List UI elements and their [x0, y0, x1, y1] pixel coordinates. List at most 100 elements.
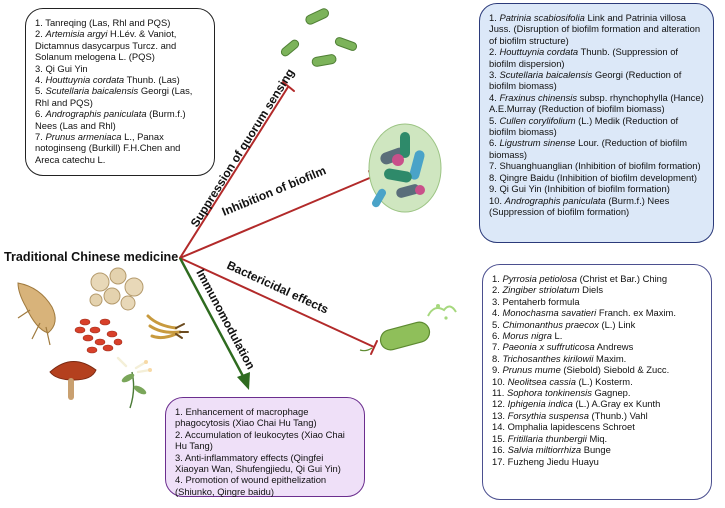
immunomodulation-list: 1. Enhancement of macrophage phagocytosi…	[175, 406, 355, 497]
item-text: Fuzheng Jiedu Huayu	[507, 455, 599, 467]
species-name: Chimonanthus praecox	[502, 318, 599, 330]
item-text: Georgi (Reduction of biofilm biomass)	[489, 69, 682, 92]
list-item: 4. Monochasma savatieri Franch. ex Maxim…	[492, 307, 702, 318]
herbs-illustration	[17, 267, 189, 409]
list-item: 6. Morus nigra L.	[492, 330, 702, 341]
quorum-sensing-box: 1. Tanreqing (Las, Rhl and PQS)2. Artemi…	[25, 8, 215, 176]
list-item: 3. Scutellaria baicalensis Georgi (Reduc…	[489, 69, 704, 92]
item-number: 9.	[489, 183, 500, 195]
item-text: Qingre Baidu (Inhibition of biofilm deve…	[499, 171, 697, 183]
species-name: Neolitsea cassia	[507, 375, 576, 387]
item-text: Lour. (Reduction of biofilm biomass)	[489, 137, 688, 160]
list-item: 6. Ligustrum sinense Lour. (Reduction of…	[489, 137, 704, 160]
list-item: 14. Omphalia lapidescens Schroet	[492, 421, 702, 432]
list-item: 4. Houttuynia cordata Thunb. (Las)	[35, 74, 205, 85]
biofilm-label: Inhibition of biofilm	[220, 163, 328, 219]
list-item: 11. Sophora tonkinensis Gagnep.	[492, 387, 702, 398]
list-item: 10. Neolitsea cassia (L.) Kosterm.	[492, 376, 702, 387]
species-name: Scutellaria baicalensis	[499, 69, 593, 81]
item-text: Thunb. (Suppression of biofilm dispersio…	[489, 46, 679, 69]
item-number: 12.	[492, 398, 508, 410]
item-number: 4.	[175, 474, 186, 486]
item-number: 3.	[35, 62, 46, 74]
list-item: 2. Artemisia argyi H.Lév. & Vaniot, Dict…	[35, 28, 205, 62]
item-text: (Burm.f.) Nees (Suppression of biofilm f…	[489, 194, 670, 217]
item-number: 9.	[492, 364, 503, 376]
item-number: 3.	[492, 295, 503, 307]
item-text: Qi Gui Yin (Inhibition of biofilm format…	[499, 183, 670, 195]
list-item: 17. Fuzheng Jiedu Huayu	[492, 456, 702, 467]
item-number: 2.	[489, 46, 500, 58]
species-name: Morus nigra	[502, 330, 552, 342]
species-name: Artemisia argyi	[45, 28, 108, 40]
species-name: Paeonia x suffruticosa	[502, 341, 595, 353]
item-text: Promotion of wound epithelization (Shiun…	[175, 474, 327, 497]
item-number: 7.	[35, 131, 46, 143]
list-item: 9. Qi Gui Yin (Inhibition of biofilm for…	[489, 183, 704, 194]
species-name: Ligustrum sinense	[499, 137, 576, 149]
item-text: (L.) Link	[601, 318, 636, 330]
list-item: 13. Forsythia suspensa (Thunb.) Vahl	[492, 410, 702, 421]
item-number: 1.	[489, 12, 500, 23]
item-text: (Siebold) Siebold & Zucc.	[563, 364, 670, 376]
item-number: 6.	[489, 137, 500, 149]
list-item: 5. Chimonanthus praecox (L.) Link	[492, 319, 702, 330]
item-text: Qi Gui Yin	[45, 62, 88, 74]
item-text: Miq.	[589, 432, 608, 444]
bactericidal-label: Bactericidal effects	[225, 258, 331, 317]
item-text: Andrews	[596, 341, 634, 353]
item-text: Shuanghuanglian (Inhibition of biofilm f…	[499, 160, 701, 172]
list-item: 1. Tanreqing (Las, Rhl and PQS)	[35, 17, 205, 28]
item-number: 6.	[492, 330, 503, 342]
item-number: 4.	[35, 74, 46, 86]
bactericidal-box: 1. Pyrrosia petiolosa (Christ et Bar.) C…	[482, 264, 712, 500]
item-text: Georgi (Las, Rhl and PQS)	[35, 85, 193, 108]
list-item: 1. Enhancement of macrophage phagocytosi…	[175, 406, 355, 429]
item-text: H.Lév. & Vaniot, Dictamnus dasycarpus Tu…	[35, 28, 177, 63]
biofilm-box: 1. Patrinia scabiosifolia Link and Patri…	[479, 3, 714, 243]
item-number: 10.	[489, 194, 505, 206]
item-text: Anti-inflammatory effects (Qingfei Xiaoy…	[175, 451, 341, 475]
species-name: Sophora tonkinensis	[506, 387, 592, 399]
item-text: L., Panax notoginseng (Burkill) F.H.Chen…	[35, 131, 181, 165]
species-name: Monochasma savatieri	[502, 307, 597, 319]
list-item: 4. Promotion of wound epithelization (Sh…	[175, 474, 355, 497]
item-text: Link and Patrinia villosa Juss. (Disrupt…	[489, 12, 701, 46]
item-text: Bunge	[583, 444, 611, 456]
item-text: Franch. ex Maxim.	[598, 307, 676, 319]
item-number: 10.	[492, 375, 508, 387]
bacteria-cluster-icon	[280, 8, 358, 67]
species-name: Forsythia suspensa	[507, 409, 589, 421]
species-name: Zingiber striolatum	[502, 284, 580, 296]
list-item: 5. Scutellaria baicalensis Georgi (Las, …	[35, 85, 205, 108]
species-name: Trichosanthes kirilowii	[502, 352, 594, 364]
item-number: 4.	[489, 91, 500, 103]
item-number: 3.	[489, 69, 500, 81]
item-text: (Thunb.) Vahl	[591, 409, 648, 421]
item-number: 3.	[175, 451, 185, 463]
list-item: 8. Trichosanthes kirilowii Maxim.	[492, 353, 702, 364]
flower-sprig	[116, 356, 152, 409]
item-text: Thunb. (Las)	[126, 74, 180, 86]
species-name: Scutellaria baicalensis	[45, 85, 139, 97]
item-text: subsp. rhynchophylla (Hance) A.E.Murray …	[489, 91, 704, 115]
item-text: (Burm.f.) Nees (Las and Rhl)	[35, 108, 186, 131]
immuno-label: Immunomodulation	[193, 267, 258, 372]
species-name: Cullen corylifolium	[499, 114, 576, 126]
bactericidal-inhibition-line	[179, 257, 375, 348]
list-item: 1. Patrinia scabiosifolia Link and Patri…	[489, 12, 704, 46]
item-number: 1.	[175, 406, 186, 417]
item-text: Enhancement of macrophage phagocytosis (…	[175, 406, 317, 429]
main-title: Traditional Chinese medicine	[4, 250, 179, 264]
list-item: 6. Andrographis paniculata (Burm.f.) Nee…	[35, 108, 205, 131]
list-item: 8. Qingre Baidu (Inhibition of biofilm d…	[489, 172, 704, 183]
species-name: Andrographis paniculata	[45, 108, 147, 120]
list-item: 3. Pentaherb formula	[492, 296, 702, 307]
species-name: Iphigenia indica	[507, 398, 573, 410]
quorum-sensing-list: 1. Tanreqing (Las, Rhl and PQS)2. Artemi…	[35, 17, 205, 165]
species-name: Houttuynia cordata	[45, 74, 125, 86]
list-item: 4. Fraxinus chinensis subsp. rhynchophyl…	[489, 92, 704, 115]
item-number: 2.	[175, 428, 185, 440]
item-text: Pentaherb formula	[502, 295, 580, 307]
list-item: 10. Andrographis paniculata (Burm.f.) Ne…	[489, 195, 704, 218]
